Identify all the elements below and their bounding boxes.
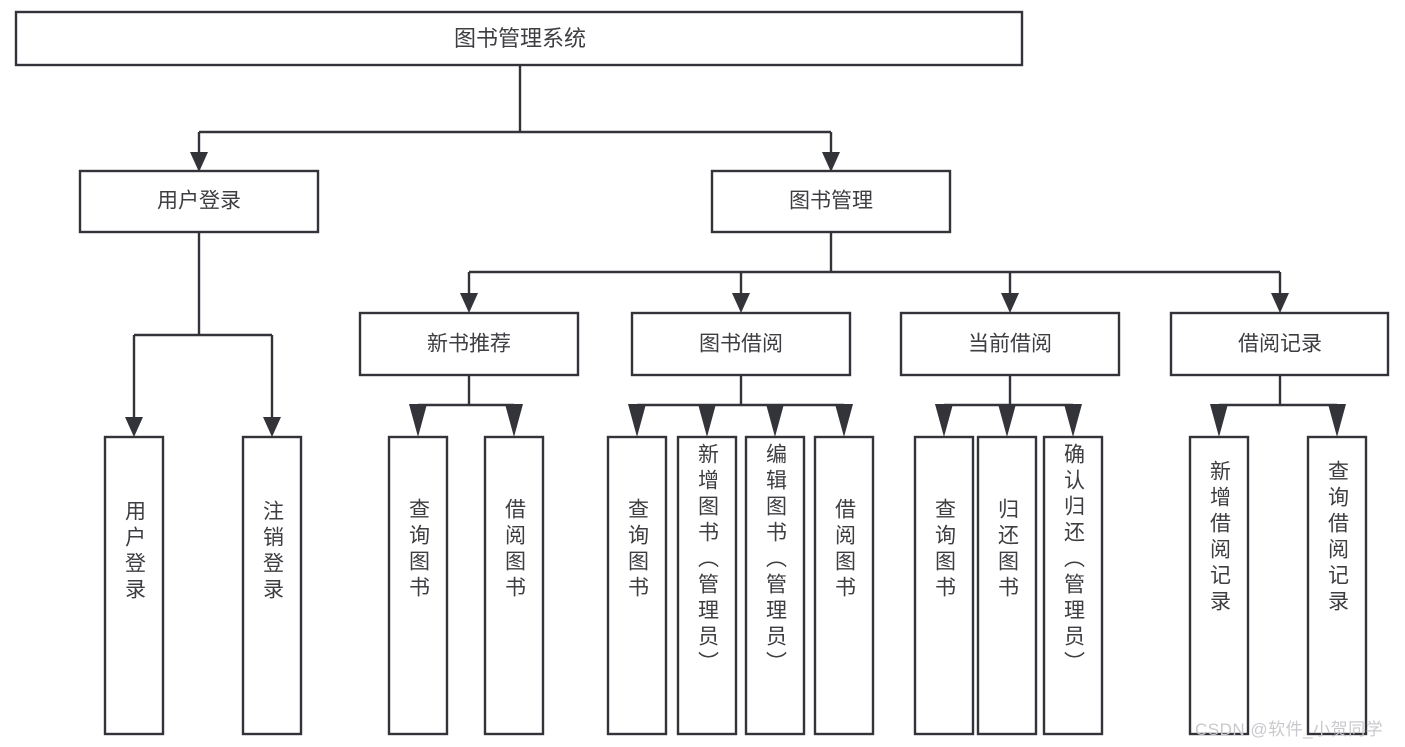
node-user-login-label: 用户登录: [157, 190, 241, 213]
connector-group-new-book: [409, 375, 523, 437]
arrow-user-login-leaf1: [125, 417, 143, 437]
leaf-box-edit-book-admin[interactable]: [744, 435, 806, 736]
node-root[interactable]: 图书管理系统: [14, 10, 1024, 67]
arrow-to-current-borrow: [1001, 293, 1019, 313]
node-book-management-box[interactable]: [710, 169, 952, 234]
node-user-login[interactable]: 用户登录: [78, 169, 320, 234]
leaf-box-query-borrow-record[interactable]: [1306, 435, 1368, 736]
node-borrow-record-box[interactable]: [1169, 311, 1390, 377]
connector-group-user-login: [125, 232, 281, 437]
leaf-box-add-book-admin[interactable]: [676, 435, 738, 736]
leaf-box-borrow-book-recommend[interactable]: [483, 435, 545, 736]
leaf-boxes: [103, 435, 1368, 736]
arrow-to-borrow-book: [732, 293, 750, 313]
arrow-new-book-leaf1: [409, 404, 427, 437]
node-new-book-recommend-box[interactable]: [358, 311, 580, 377]
node-user-login-box[interactable]: [78, 169, 320, 234]
arrow-new-book-leaf2: [505, 404, 523, 437]
node-book-borrow-box[interactable]: [630, 311, 852, 377]
arrow-borrow-record-leaf2: [1328, 404, 1346, 437]
arrow-borrow-record-leaf1: [1210, 404, 1228, 437]
node-book-management[interactable]: 图书管理: [710, 169, 952, 234]
leaf-box-return-book[interactable]: [976, 435, 1038, 736]
arrow-root-to-book-mgmt: [822, 152, 840, 172]
leaf-box-confirm-return-admin[interactable]: [1042, 435, 1104, 736]
arrow-borrow-book-leaf1: [628, 404, 646, 437]
arrow-borrow-book-leaf2: [698, 404, 716, 437]
leaf-box-logout[interactable]: [241, 435, 303, 736]
connector-group-book-mgmt: [460, 232, 1289, 313]
arrow-current-borrow-leaf3: [1064, 404, 1082, 437]
arrow-current-borrow-leaf2: [998, 404, 1016, 437]
node-new-book-recommend[interactable]: 新书推荐: [358, 311, 580, 377]
arrow-borrow-book-leaf4: [835, 404, 853, 437]
arrow-user-login-leaf2: [263, 417, 281, 437]
node-current-borrow-label: 当前借阅: [968, 333, 1052, 356]
node-current-borrow[interactable]: 当前借阅: [899, 311, 1121, 377]
connector-group-borrow-book: [628, 375, 853, 437]
leaf-box-query-book-recommend[interactable]: [387, 435, 449, 736]
connector-group-root: [190, 65, 840, 172]
node-borrow-record-label: 借阅记录: [1238, 333, 1322, 356]
arrow-to-new-book: [460, 293, 478, 313]
arrow-root-to-user-login: [190, 152, 208, 172]
node-root-label: 图书管理系统: [454, 26, 586, 51]
node-borrow-record[interactable]: 借阅记录: [1169, 311, 1390, 377]
leaf-box-query-book-borrow[interactable]: [606, 435, 668, 736]
leaf-box-query-book-current[interactable]: [913, 435, 975, 736]
csdn-watermark: CSDN @软件_小贺同学: [1195, 720, 1384, 739]
node-book-management-label: 图书管理: [789, 190, 873, 213]
leaf-box-user-login[interactable]: [103, 435, 165, 736]
arrow-to-borrow-record: [1271, 293, 1289, 313]
connector-group-current-borrow: [935, 375, 1082, 437]
node-current-borrow-box[interactable]: [899, 311, 1121, 377]
node-new-book-recommend-label: 新书推荐: [427, 333, 511, 356]
leaf-box-add-borrow-record[interactable]: [1188, 435, 1250, 736]
arrow-borrow-book-leaf3: [766, 404, 784, 437]
node-book-borrow-label: 图书借阅: [699, 333, 783, 356]
leaf-box-borrow-book[interactable]: [813, 435, 875, 736]
node-book-borrow[interactable]: 图书借阅: [630, 311, 852, 377]
arrow-current-borrow-leaf1: [935, 404, 953, 437]
node-root-box[interactable]: [14, 10, 1024, 67]
connector-group-borrow-record: [1210, 375, 1346, 437]
